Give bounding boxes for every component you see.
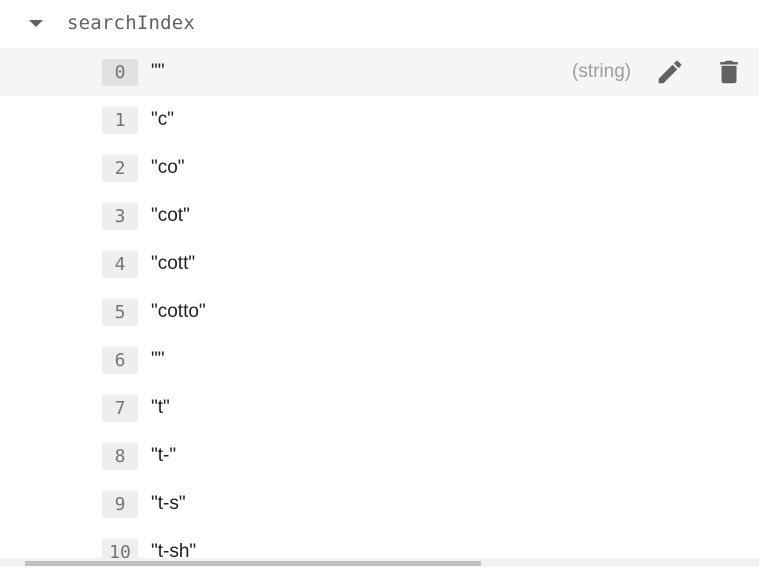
array-items: 0 "" (string) 1 "c" 2 "co" 3 "cot" 4 "co… <box>0 48 759 576</box>
array-item[interactable]: 10 "t-sh" <box>0 528 759 576</box>
item-value: "t-" <box>151 445 177 466</box>
array-item[interactable]: 8 "t-" <box>0 432 759 480</box>
item-value: "co" <box>151 157 185 178</box>
item-index: 5 <box>102 299 138 326</box>
item-value: "" <box>151 61 165 82</box>
field-name: searchIndex <box>67 12 196 34</box>
item-value: "cot" <box>151 205 190 226</box>
item-value: "cott" <box>151 253 196 274</box>
item-value: "cotto" <box>151 301 206 322</box>
item-index: 2 <box>102 155 138 182</box>
item-index: 6 <box>102 347 138 374</box>
item-value: "t-sh" <box>151 541 197 562</box>
item-index: 4 <box>102 251 138 278</box>
item-index: 9 <box>102 491 138 518</box>
edit-button[interactable] <box>655 57 685 87</box>
scrollbar-thumb[interactable] <box>25 561 481 566</box>
item-index: 0 <box>102 59 138 86</box>
item-value: "" <box>151 349 165 370</box>
array-item[interactable]: 3 "cot" <box>0 192 759 240</box>
item-index: 7 <box>102 395 138 422</box>
item-index: 8 <box>102 443 138 470</box>
array-item[interactable]: 6 "" <box>0 336 759 384</box>
array-item[interactable]: 4 "cott" <box>0 240 759 288</box>
item-index: 3 <box>102 203 138 230</box>
horizontal-scrollbar[interactable] <box>0 558 759 566</box>
field-header[interactable]: searchIndex <box>0 0 759 48</box>
array-item[interactable]: 1 "c" <box>0 96 759 144</box>
array-item[interactable]: 5 "cotto" <box>0 288 759 336</box>
array-item[interactable]: 9 "t-s" <box>0 480 759 528</box>
array-item[interactable]: 0 "" (string) <box>0 48 759 96</box>
trash-icon <box>720 60 738 84</box>
pencil-icon <box>658 60 682 84</box>
item-value: "c" <box>151 109 174 130</box>
item-index: 1 <box>102 107 138 134</box>
item-value: "t" <box>151 397 170 418</box>
delete-button[interactable] <box>714 57 744 87</box>
array-item[interactable]: 2 "co" <box>0 144 759 192</box>
item-value: "t-s" <box>151 493 186 514</box>
item-type: (string) <box>572 61 632 82</box>
array-item[interactable]: 7 "t" <box>0 384 759 432</box>
chevron-down-icon[interactable] <box>29 20 43 27</box>
